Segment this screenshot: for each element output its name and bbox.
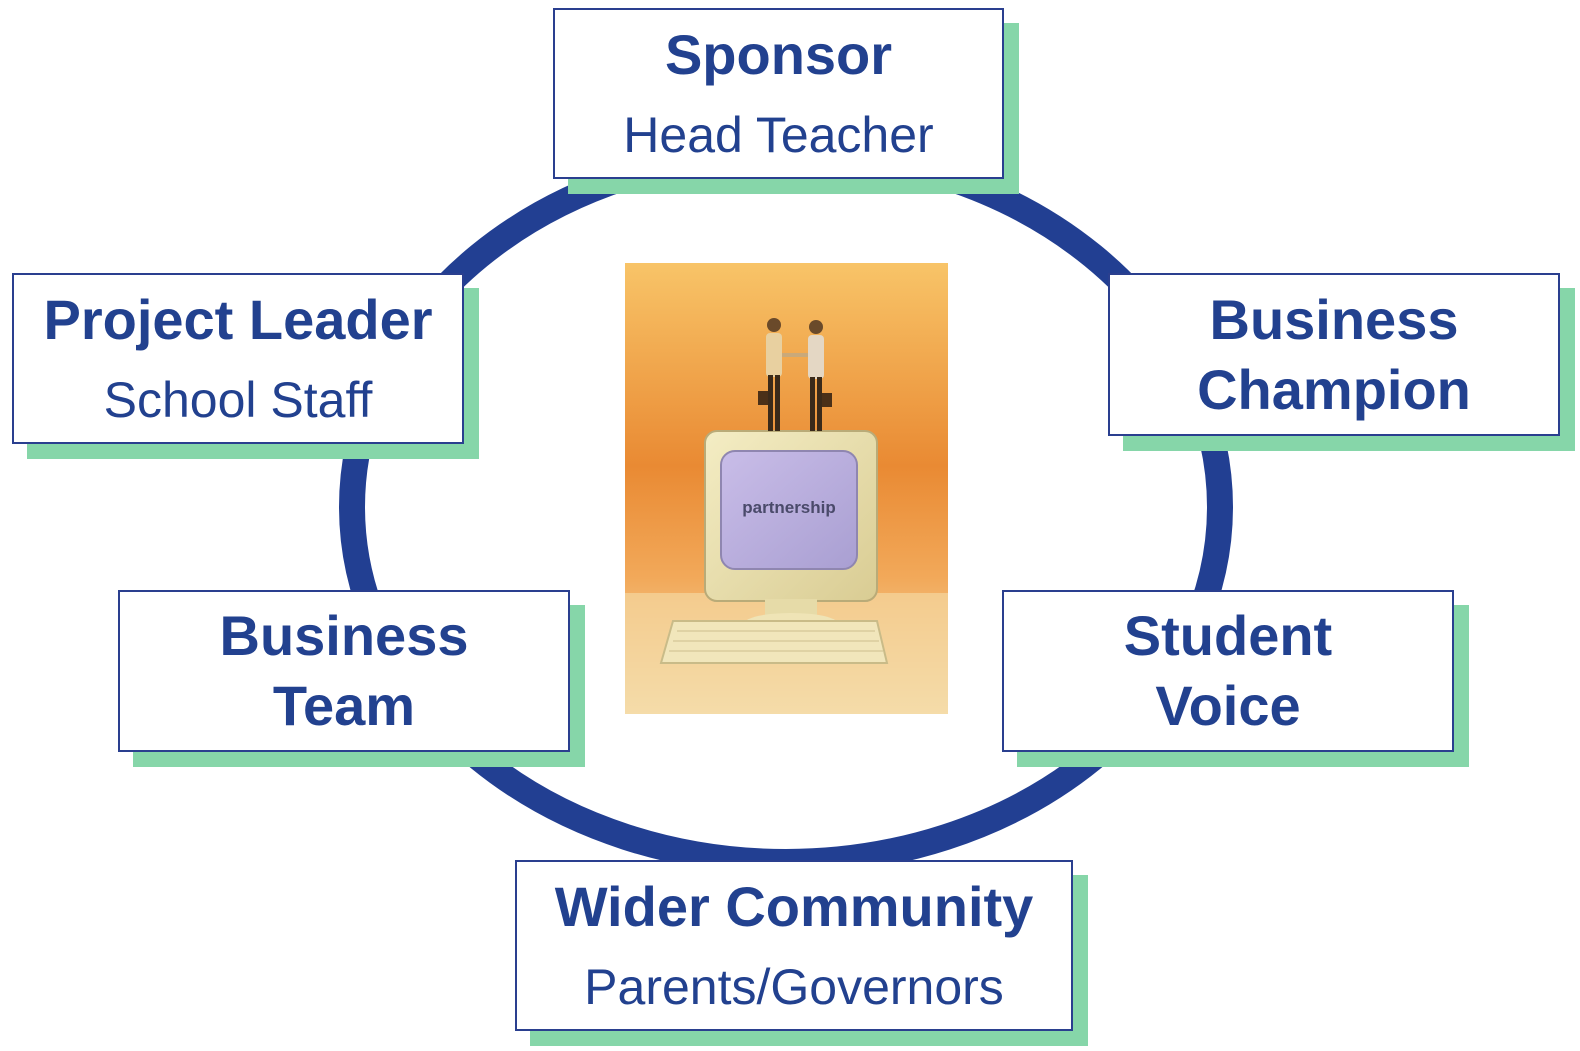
screen-label: partnership — [742, 498, 836, 517]
box: Student Voice — [1002, 590, 1454, 752]
handshake-figures — [758, 318, 832, 431]
node-title-line2: Team — [272, 674, 416, 737]
node-subtitle: Parents/Governors — [584, 958, 1004, 1015]
node-title-line1: Business — [219, 604, 469, 667]
node-title-line2: Voice — [1155, 674, 1301, 737]
node-title: Project Leader — [43, 287, 433, 351]
node-subtitle: Head Teacher — [623, 106, 934, 163]
box: Sponsor Head Teacher — [553, 8, 1004, 179]
node-title: Sponsor — [664, 22, 893, 86]
node-title: Wider Community — [554, 874, 1034, 938]
box: Project Leader School Staff — [12, 273, 464, 444]
node-title-line1: Business — [1209, 287, 1459, 351]
box: Business Team — [118, 590, 570, 752]
node-title-line1: Student — [1123, 604, 1333, 667]
node-subtitle: School Staff — [103, 371, 373, 428]
node-title-line2: Champion — [1197, 357, 1471, 421]
box: Wider Community Parents/Governors — [515, 860, 1073, 1031]
box: Business Champion — [1108, 273, 1560, 436]
partnership-image: partnership — [625, 263, 948, 714]
